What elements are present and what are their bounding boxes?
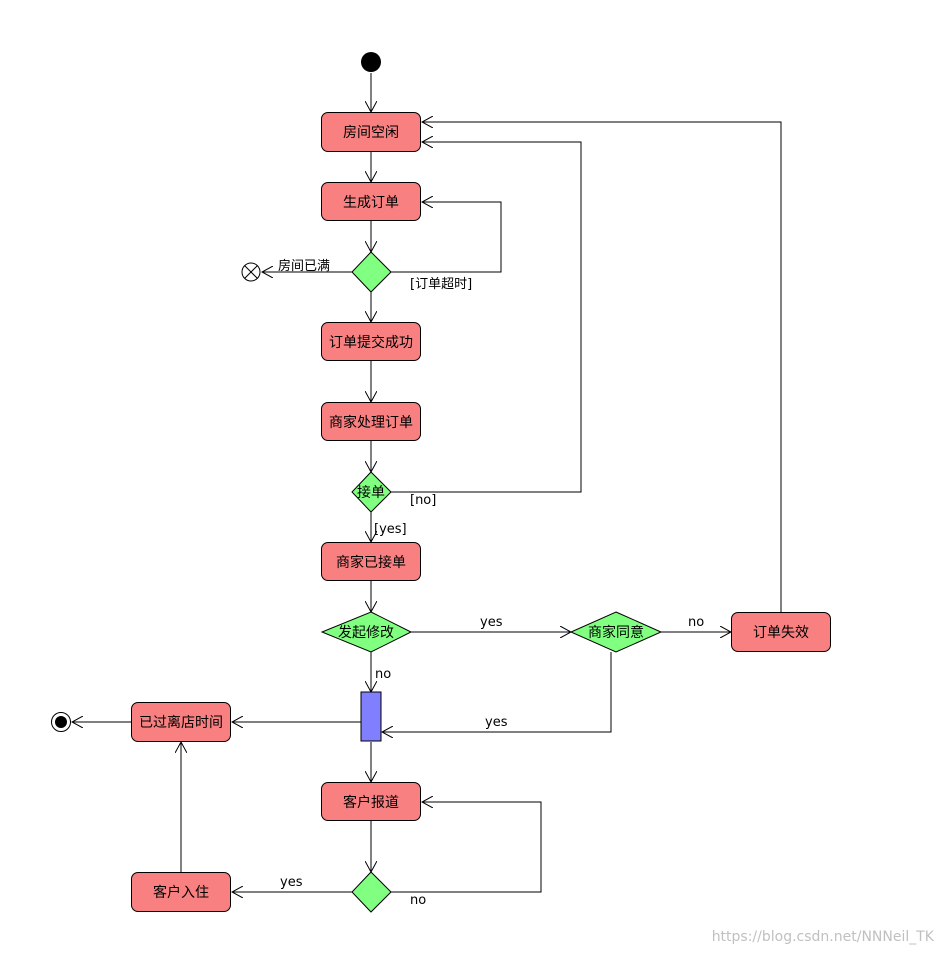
watermark: https://blog.csdn.net/NNNeil_TK (711, 929, 934, 945)
initial-node (361, 52, 381, 72)
activity-customer-checkin: 客户入住 (131, 872, 231, 912)
activity-checkout-time-passed: 已过离店时间 (131, 702, 231, 742)
edge-label-modify-yes: yes (480, 615, 503, 630)
decision-label-accept: 接单 (357, 485, 385, 501)
activity-room-idle: 房间空闲 (321, 112, 421, 152)
edge-label-order-timeout: [订单超时] (410, 277, 473, 292)
activity-customer-report: 客户报道 (321, 782, 421, 821)
edge-checkin-no-loop (391, 802, 542, 893)
edge-accept-no-loop (391, 142, 582, 493)
decision-merchant-agree (569, 611, 663, 653)
flow-final-node (241, 262, 261, 282)
edge-label-agree-yes: yes (485, 715, 508, 730)
edge-order-invalid-to-room-idle (422, 122, 782, 612)
edge-label-accept-yes: [yes] (374, 522, 407, 537)
edge-agree-yes (382, 652, 612, 732)
fork-join-bar (360, 691, 382, 742)
activity-final-node (51, 712, 71, 732)
decision-label-modify-request: 发起修改 (338, 625, 394, 641)
decision-modify-request (320, 611, 413, 653)
activity-merchant-accepted: 商家已接单 (321, 542, 421, 581)
activity-order-submitted: 订单提交成功 (321, 322, 421, 361)
edge-order-timeout-loop (391, 202, 502, 273)
activity-merchant-processing: 商家处理订单 (321, 402, 421, 441)
activity-generate-order: 生成订单 (321, 182, 421, 221)
edge-label-checkin-yes: yes (280, 875, 303, 890)
decision-room-availability (351, 251, 392, 293)
decision-accept-order (351, 471, 392, 513)
edge-label-agree-no: no (688, 615, 705, 630)
edge-label-accept-no: [no] (410, 493, 437, 508)
decision-label-merchant-agree: 商家同意 (588, 625, 644, 641)
edge-label-modify-no: no (375, 667, 392, 682)
edge-label-room-full: 房间已满 (278, 259, 331, 274)
control-flow-edges (72, 73, 782, 893)
decision-checkin (351, 871, 392, 913)
activity-order-invalid: 订单失效 (731, 612, 831, 652)
edge-label-checkin-no: no (410, 893, 427, 908)
